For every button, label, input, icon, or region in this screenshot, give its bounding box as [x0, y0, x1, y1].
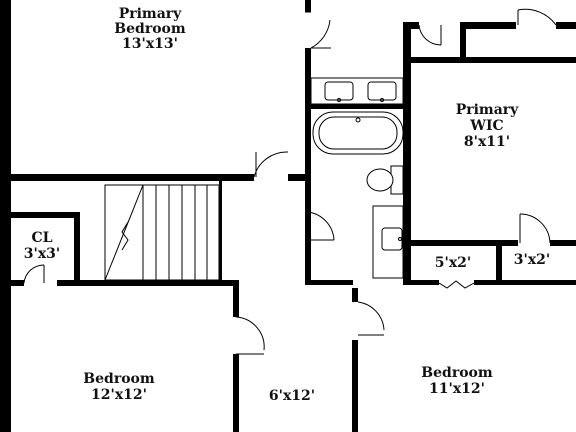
wall-primary-bath-west-upper: [305, 0, 311, 12]
primary-wic-name-1: Primary: [456, 102, 519, 118]
wall-primary-bed-bottom-b: [288, 174, 311, 181]
wall-stair-right: [219, 181, 222, 284]
faucet-right-icon: [380, 98, 384, 102]
primary-bedroom-size: 13'x13': [122, 36, 178, 52]
primary-wic-name-2: WIC: [469, 118, 503, 134]
door-closet-right: [519, 213, 551, 244]
closet-right-size: 3'x2': [514, 252, 550, 268]
bedroom-right-size: 11'x12': [429, 381, 485, 397]
bedroom-left-size: 12'x12': [91, 387, 147, 403]
vanity-small: [372, 205, 404, 279]
stair-winder: [104, 184, 144, 281]
sink-right-icon: [367, 81, 397, 101]
stair-outline: [104, 184, 220, 281]
wall-bath-east: [403, 22, 411, 284]
faucet-small-icon: [398, 237, 402, 241]
wall-wic-inner-top: [411, 57, 576, 63]
wall-closet-divider: [496, 246, 502, 284]
bathroom-fixtures: [310, 77, 404, 279]
closet-left-name: CL: [32, 230, 53, 246]
door-wic-top: [517, 8, 557, 26]
door-cl: [23, 264, 45, 284]
wall-bedroom-left-east-b: [233, 354, 239, 432]
sink-left-icon: [324, 81, 354, 101]
wall-cl-top: [0, 212, 80, 218]
room-labels: Primary Bedroom 13'x13' Primary WIC 8'x1…: [24, 6, 550, 404]
door-primary-bath: [305, 11, 331, 49]
door-wic-closet: [418, 24, 442, 46]
door-primary-bedroom: [253, 151, 289, 178]
closet-mid-size: 5'x2': [435, 255, 471, 271]
wall-primary-bed-bottom: [0, 174, 254, 181]
wall-bedroom-left-east-a: [233, 280, 239, 317]
doors: [23, 8, 557, 355]
closet-left-size: 3'x3': [24, 246, 60, 262]
primary-bedroom-name-2: Bedroom: [114, 21, 186, 37]
wall-wic-bottom-b: [550, 240, 576, 246]
tub-drain-icon: [355, 117, 361, 123]
wall-closets-bottom-c: [474, 280, 576, 285]
wall-primary-bath-west: [305, 48, 311, 284]
door-bedroom-right: [357, 301, 385, 336]
bedroom-left-name: Bedroom: [83, 371, 155, 387]
wall-wic-top-c: [556, 22, 576, 29]
wall-wic-top-a: [403, 22, 419, 29]
door-bath-lower: [307, 211, 335, 241]
wall-closets-bottom-a: [305, 280, 353, 285]
primary-wic-size: 8'x11': [464, 134, 510, 150]
primary-bedroom-name-1: Primary: [119, 6, 182, 22]
staircase: [104, 184, 220, 281]
hall-size: 6'x12': [269, 388, 315, 404]
wall-wic-top-b: [460, 22, 516, 29]
wall-bedroom-left-top-a: [0, 280, 24, 286]
wall-wic-bottom-a: [403, 240, 518, 246]
door-bedroom-left: [235, 316, 265, 355]
faucet-left-icon: [337, 98, 341, 102]
wall-bedroom-left-top-b: [57, 280, 239, 286]
bathtub-icon: [312, 111, 404, 155]
stair-break: [121, 221, 129, 251]
wall-vanity-bottom: [305, 104, 411, 109]
wall-wic-inner-left: [460, 22, 466, 63]
wall-cl-right: [74, 212, 80, 284]
wall-closets-bottom-b: [403, 280, 439, 285]
wall-bedroom-right-west-a: [352, 288, 358, 302]
bathtub-inner-icon: [318, 116, 398, 150]
toilet-bowl-icon: [366, 168, 394, 192]
bedroom-right-name: Bedroom: [421, 365, 493, 381]
door-closet-bifold: [438, 280, 475, 289]
wall-bedroom-right-west-b: [352, 340, 358, 432]
